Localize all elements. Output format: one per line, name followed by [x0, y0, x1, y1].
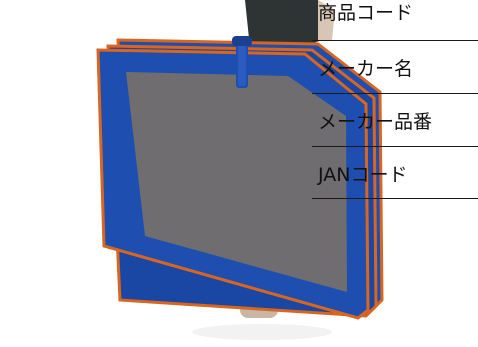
spec-divider	[312, 40, 478, 41]
spec-divider	[312, 198, 478, 199]
spec-label-product-code: 商品コード	[318, 2, 414, 24]
case-mesh-panel	[126, 72, 347, 292]
spec-divider	[312, 93, 478, 94]
spec-label-maker-part-number: メーカー品番	[318, 111, 433, 133]
spec-divider	[312, 146, 478, 147]
spec-label-maker-name: メーカー名	[318, 58, 414, 80]
carry-handle	[232, 36, 252, 88]
spec-label-jan-code: JANコード	[318, 164, 408, 186]
